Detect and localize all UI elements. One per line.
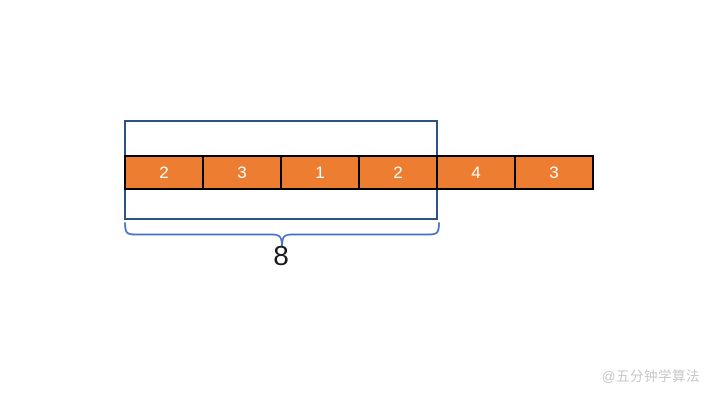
array-cell: 1 (280, 155, 360, 190)
array-cell: 3 (202, 155, 282, 190)
array-cell: 3 (514, 155, 594, 190)
window-brace-icon (124, 222, 440, 247)
window-sum-label: 8 (273, 240, 289, 271)
array-row: 2 3 1 2 4 3 (124, 155, 594, 190)
array-cell: 2 (124, 155, 204, 190)
array-cell: 4 (436, 155, 516, 190)
array-cell: 2 (358, 155, 438, 190)
watermark: @五分钟学算法 (601, 369, 700, 384)
